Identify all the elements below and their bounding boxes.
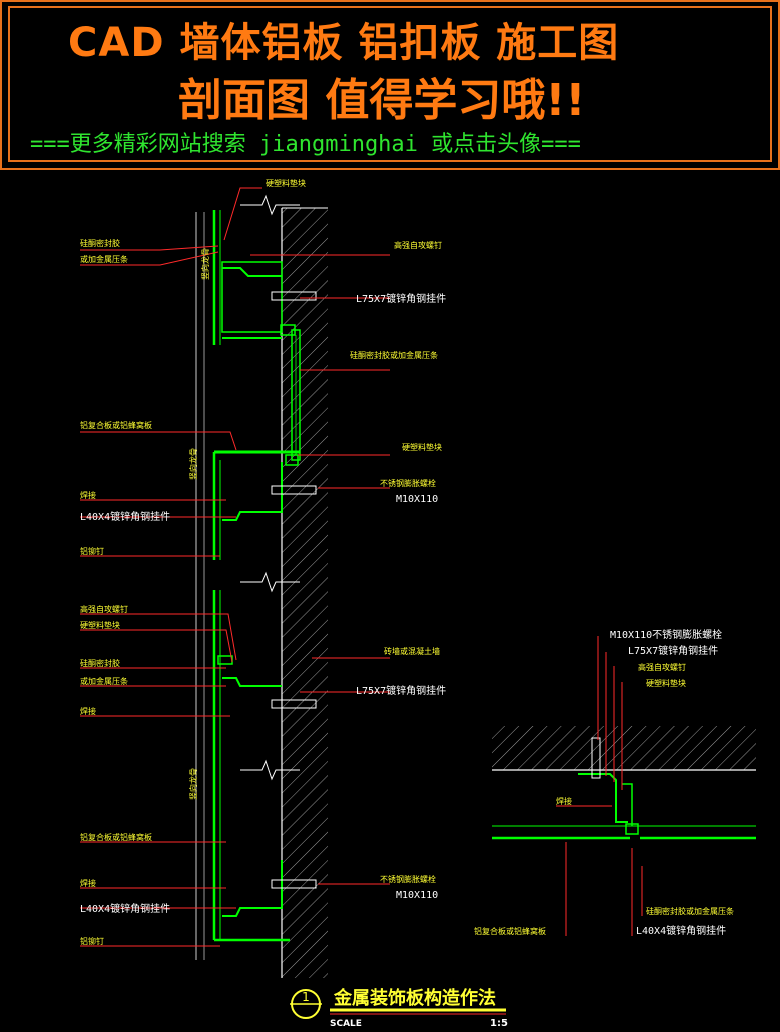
label-a21: 铝复合板或铝蜂窝板 bbox=[80, 832, 152, 842]
title-number: 1 bbox=[302, 990, 310, 1004]
panel-middle bbox=[212, 450, 300, 560]
label-a1: 硬塑料垫块 bbox=[266, 178, 306, 188]
leader-lines-left bbox=[80, 187, 390, 947]
label-v3: 竖向龙骨 bbox=[188, 768, 198, 800]
label-v1: 竖向龙骨 bbox=[200, 248, 210, 280]
label-a14: 高强自攻螺钉 bbox=[80, 604, 128, 614]
detail-panel bbox=[492, 773, 756, 840]
drawing-title-block: 1 金属装饰板构造作法 SCALE 1:5 bbox=[290, 987, 508, 1029]
label-b7: 铝复合板或铝蜂窝板 bbox=[474, 926, 546, 936]
banner-title-line2: 剖面图 值得学习哦!! bbox=[178, 75, 586, 126]
break-lines bbox=[240, 194, 300, 781]
label-a22: 焊接 bbox=[80, 878, 96, 888]
label-a20: L75X7镀锌角钢挂件 bbox=[356, 684, 446, 697]
vertical-labels: 竖向龙骨 竖向龙骨 竖向龙骨 bbox=[188, 248, 210, 800]
label-b1: M10X110不锈钢膨胀螺栓 bbox=[610, 628, 722, 641]
label-a24: 铝铆钉 bbox=[80, 936, 104, 946]
label-b6: 硅酮密封胶或加金属压条 bbox=[646, 906, 734, 916]
banner-title-line1: CAD 墙体铝板 铝扣板 施工图 bbox=[68, 20, 620, 66]
label-a6: 硅酮密封胶或加金属压条 bbox=[350, 350, 438, 360]
label-a4: 高强自攻螺钉 bbox=[394, 240, 442, 250]
label-a2: 硅酮密封胶 bbox=[80, 238, 120, 248]
label-a17: 或加金属压条 bbox=[80, 676, 128, 686]
label-a19: 砖墙或混凝土墙 bbox=[384, 646, 440, 656]
label-b2: L75X7镀锌角钢挂件 bbox=[628, 644, 718, 657]
label-a12: L40X4镀锌角钢挂件 bbox=[80, 510, 170, 523]
label-a9: 不锈钢膨胀螺栓 bbox=[380, 478, 436, 488]
labels-right: M10X110不锈钢膨胀螺栓 L75X7镀锌角钢挂件 高强自攻螺钉 硬塑料垫块 … bbox=[474, 628, 734, 937]
label-b4: 硬塑料垫块 bbox=[646, 678, 686, 688]
label-b8: L40X4镀锌角钢挂件 bbox=[636, 924, 726, 937]
label-a10: M10X110 bbox=[396, 494, 438, 505]
label-a8: 硬塑料垫块 bbox=[402, 442, 442, 452]
wall-hatch bbox=[282, 208, 328, 978]
label-a16: 硅酮密封胶 bbox=[80, 658, 120, 668]
label-a23: L40X4镀锌角钢挂件 bbox=[80, 902, 170, 915]
label-a11: 焊接 bbox=[80, 490, 96, 500]
label-a7: 铝复合板或铝蜂窝板 bbox=[80, 420, 152, 430]
anchor-bolts bbox=[271, 291, 317, 889]
scale-label: SCALE bbox=[330, 1019, 362, 1029]
label-a25: 不锈钢膨胀螺栓 bbox=[380, 874, 436, 884]
panel-lower bbox=[212, 590, 290, 942]
label-a3: 或加金属压条 bbox=[80, 254, 128, 264]
ceiling-hatch bbox=[492, 726, 756, 770]
label-a13: 铝铆钉 bbox=[80, 546, 104, 556]
panel-joint-1 bbox=[280, 324, 301, 461]
label-a5: L75X7镀锌角钢挂件 bbox=[356, 292, 446, 305]
leader-lines-right bbox=[556, 636, 643, 936]
scale-value: 1:5 bbox=[490, 1018, 508, 1029]
label-b3: 高强自攻螺钉 bbox=[638, 662, 686, 672]
label-a26: M10X110 bbox=[396, 890, 438, 901]
banner-search-hint: ===更多精彩网站搜索 jiangminghai 或点击头像=== bbox=[30, 132, 581, 157]
label-a18: 焊接 bbox=[80, 706, 96, 716]
panel-upper bbox=[212, 210, 283, 345]
banner-border bbox=[8, 6, 772, 162]
label-v2: 竖向龙骨 bbox=[188, 448, 198, 480]
banner: CAD 墙体铝板 铝扣板 施工图 剖面图 值得学习哦!! ===更多精彩网站搜索… bbox=[0, 0, 780, 170]
title-text: 金属装饰板构造作法 bbox=[333, 987, 496, 1009]
labels-left: 硬塑料垫块 硅酮密封胶 或加金属压条 高强自攻螺钉 L75X7镀锌角钢挂件 硅酮… bbox=[80, 178, 446, 946]
label-b5: 焊接 bbox=[556, 796, 572, 806]
detail-bolt bbox=[591, 737, 601, 779]
label-a15: 硬塑料垫块 bbox=[80, 620, 120, 630]
